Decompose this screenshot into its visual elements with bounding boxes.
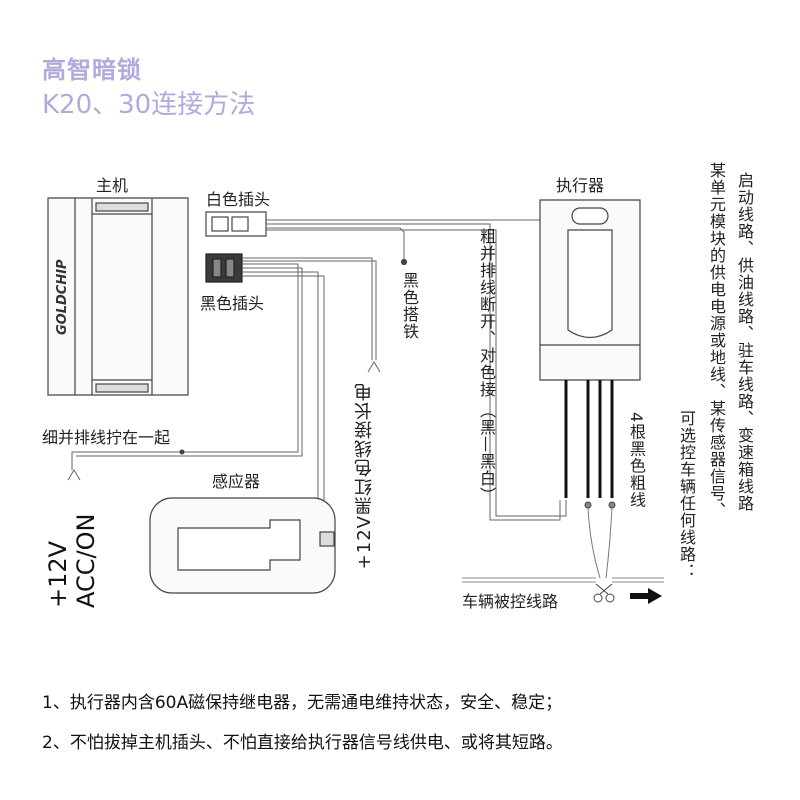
note-2: 2、不怕拔掉主机插头、不怕直接给执行器信号线供电、或将其短路。	[42, 733, 563, 753]
connection-method-title: K20、30连接方法	[42, 90, 256, 120]
actuator-label: 执行器	[556, 176, 605, 195]
sensor-unit	[149, 497, 336, 594]
vehicle-line-label: 车辆被控线路	[462, 592, 559, 611]
cut-pair-label: 粗并排线断开、对色接	[477, 228, 496, 398]
black-white-label: （黑—黑白）	[477, 402, 496, 504]
brand-logo: GOLDCHIP	[55, 259, 70, 335]
acc-voltage-label: +12V	[44, 540, 72, 608]
vehicle-controlled-line	[462, 577, 664, 583]
black-plug	[205, 253, 243, 283]
ground-label: 黑色搭铁	[400, 272, 419, 340]
optional-title-label: 可选控车辆任何线路：	[677, 410, 696, 580]
black-plug-label: 黑色插头	[200, 294, 265, 313]
four-wires-label: 4根黑色粗线	[627, 412, 646, 509]
host-unit	[47, 197, 189, 396]
twist-junction	[179, 449, 185, 455]
arrow-right-icon	[630, 588, 662, 604]
actuator-thick-wires	[564, 380, 614, 498]
optional-line2-label: 启动线路、供油线路、驻车线路、变速箱线路	[735, 172, 754, 512]
twist-note-label: 细并排线拧在一起	[42, 428, 171, 447]
product-title: 高智暗锁	[42, 56, 142, 84]
wire-terminals	[584, 501, 616, 509]
acc-on-label: ACC/ON	[72, 513, 100, 608]
white-plug	[205, 211, 267, 237]
vehicle-line-wires	[587, 507, 613, 579]
white-plug-wires	[266, 219, 567, 521]
note-1: 1、执行器内含60A磁保持继电器，无需通电维持状态，安全、稳定；	[42, 693, 563, 713]
ground-terminal	[400, 258, 408, 266]
actuator-unit	[539, 199, 641, 381]
host-label: 主机	[96, 176, 129, 195]
constant-power-label: +12V黑红色线接长电	[354, 382, 375, 570]
optional-line1-label: 某单元模块的供电电源或地线、某传感器信号、	[707, 162, 726, 519]
scissors-icon	[593, 583, 615, 603]
wire-fork-tips	[67, 361, 381, 481]
sensor-label: 感应器	[212, 472, 261, 491]
white-plug-label: 白色插头	[206, 190, 271, 209]
